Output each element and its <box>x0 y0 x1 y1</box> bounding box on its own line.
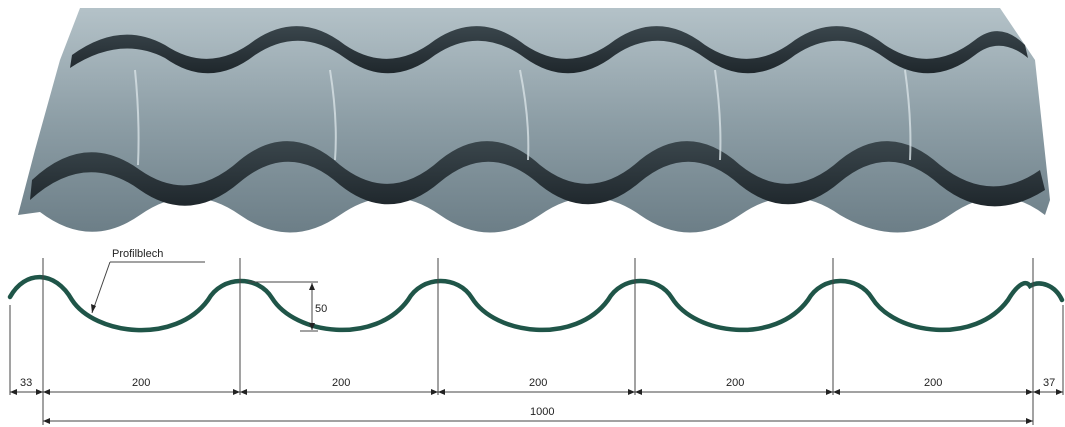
right-edge-label: 37 <box>1043 377 1055 389</box>
pitch-label-4: 200 <box>726 377 744 389</box>
upper-step <box>70 26 1028 74</box>
dimension-arrowheads <box>10 389 1063 395</box>
pitch-label-3: 200 <box>529 377 547 389</box>
left-edge-label: 33 <box>20 377 32 389</box>
pitch-label-2: 200 <box>332 377 350 389</box>
total-width-label: 1000 <box>530 406 554 418</box>
height-label: 50 <box>315 303 327 315</box>
pitch-label-5: 200 <box>924 377 942 389</box>
profile-curve <box>7 274 1065 333</box>
profile-cross-section <box>7 274 1065 333</box>
sheet-highlights <box>134 69 912 166</box>
material-callout: Profilblech <box>91 248 205 314</box>
total-width-dimension <box>43 418 1033 424</box>
roof-sheet-illustration <box>18 8 1050 233</box>
reference-lines <box>9 258 1064 425</box>
material-label: Profilblech <box>112 248 163 260</box>
height-dimension <box>248 281 318 332</box>
lower-step <box>30 141 1045 207</box>
sheet-body <box>18 8 1050 233</box>
pitch-label-1: 200 <box>132 377 150 389</box>
